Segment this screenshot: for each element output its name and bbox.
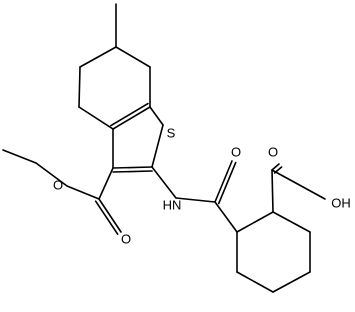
bond-amide-c-ring <box>214 201 238 233</box>
bond-thiophene-c2-c3-second-line <box>112 170 153 173</box>
bond-amide-carbonyl-second-line <box>217 161 237 205</box>
bond-ring-c7-c6 <box>115 46 151 68</box>
atom-sulfur: S <box>167 126 176 141</box>
bond-cyclohexane-5-6 <box>236 271 274 293</box>
atom-acid-oxygen: O <box>268 145 278 160</box>
atom-amide-oxygen: O <box>231 145 241 160</box>
bond-acid-carbonyl <box>271 163 280 171</box>
atom-ester-alkoxy-oxygen: O <box>53 178 63 193</box>
bond-thiophene-s-c2 <box>151 124 164 168</box>
bond-ester-c3-c <box>98 167 114 200</box>
bond-acid-c-oh <box>271 169 326 200</box>
bond-amide-carbonyl <box>214 160 233 203</box>
bond-ethoxy-ch2-ch3 <box>2 149 37 164</box>
bond-c2-nh <box>151 166 177 199</box>
bond-nh-amide-c <box>175 197 216 203</box>
bond-ring-c3a-c7a-second-line <box>110 102 149 127</box>
bond-ring-c4-c3a <box>78 106 114 130</box>
bond-ring-acid-c <box>271 169 274 213</box>
bond-ethoxy-o-ch2 <box>35 162 68 187</box>
bond-ring-c5-c4 <box>78 66 81 108</box>
bond-cyclohexane-1-2 <box>236 211 274 233</box>
atom-amide-nh: HN <box>163 198 182 213</box>
bond-cyclohexane-4-5 <box>272 271 311 293</box>
bond-thiophene-c7a-s <box>149 106 164 126</box>
bond-thiophene-c2-c3 <box>112 166 153 169</box>
atom-ester-carbonyl-oxygen: O <box>121 232 131 247</box>
bond-layer <box>2 3 326 293</box>
bond-ring-c3a-c7a <box>112 106 151 130</box>
bond-ester-c-o <box>66 185 100 200</box>
bond-cyclohexane-2-3 <box>272 211 311 233</box>
bond-ester-carbonyl <box>98 198 122 233</box>
bond-ester-carbonyl-second-line <box>94 200 119 236</box>
atom-acid-hydroxyl: OH <box>331 196 351 211</box>
bond-ring-c6-c5 <box>79 46 117 68</box>
